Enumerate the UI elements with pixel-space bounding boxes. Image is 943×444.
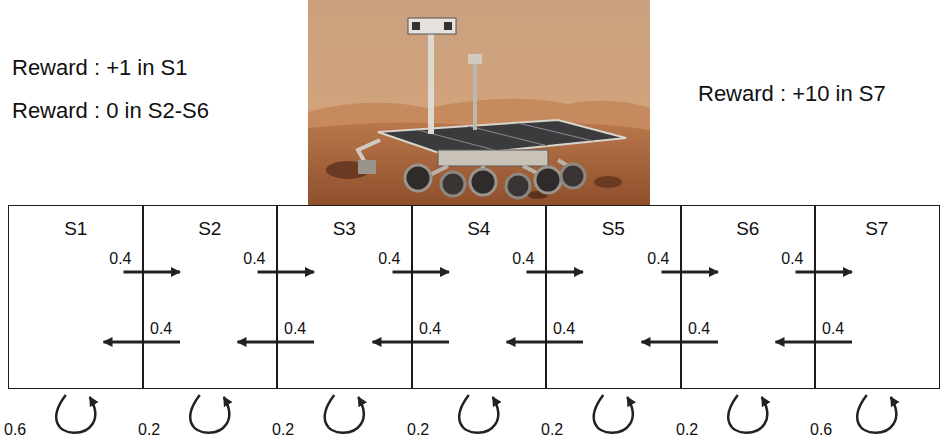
state-cell: S3 <box>276 205 413 389</box>
rover-body-part <box>468 126 548 146</box>
state-cell: S7 <box>814 205 940 389</box>
rover-body-part <box>408 18 456 34</box>
state-name: S2 <box>143 206 277 240</box>
rover-body-part <box>518 123 593 141</box>
state-cell: S1 <box>8 205 144 389</box>
transition-arrow <box>662 271 719 274</box>
rover-body-part <box>468 54 482 64</box>
rover-body-part <box>428 30 434 134</box>
self-loop-arrow <box>594 395 633 433</box>
rover-body-part <box>358 160 376 174</box>
mars-landscape-part <box>308 0 650 205</box>
transition-arrow <box>258 271 315 274</box>
state-name: S4 <box>412 206 546 240</box>
probability-label: 0.4 <box>647 250 669 268</box>
rover-body-part <box>473 60 477 130</box>
probability-label: 0.6 <box>4 421 26 439</box>
transition-arrow <box>124 271 181 274</box>
rover-wheels-part <box>470 169 496 195</box>
rover-body-part <box>412 22 420 30</box>
state-name: S5 <box>546 206 681 240</box>
self-loop-arrow <box>857 395 896 433</box>
state-cell: S5 <box>545 205 682 389</box>
reward-note: Reward : +10 in S7 <box>698 81 886 107</box>
mars-landscape-part <box>308 99 650 205</box>
self-loop-arrow <box>56 395 95 433</box>
rover-wheels-part <box>441 172 465 196</box>
state-name: S6 <box>681 206 815 240</box>
rover-wheels-part <box>535 167 561 193</box>
reward-note: Reward : +1 in S1 <box>12 55 187 81</box>
state-name: S3 <box>277 206 412 240</box>
reward-note: Reward : 0 in S2-S6 <box>12 98 209 124</box>
probability-label: 0.2 <box>138 421 160 439</box>
rover-body-part <box>444 22 452 30</box>
probability-label: 0.4 <box>688 320 710 338</box>
probability-label: 0.2 <box>676 421 698 439</box>
probability-label: 0.2 <box>272 421 294 439</box>
probability-label: 0.2 <box>541 421 563 439</box>
probability-label: 0.4 <box>822 320 844 338</box>
rover-body-part <box>438 150 548 166</box>
rover-body <box>358 18 626 174</box>
probability-label: 0.4 <box>109 250 131 268</box>
probability-label: 0.4 <box>553 320 575 338</box>
state-name: S7 <box>815 206 939 240</box>
self-loop-arrow <box>190 395 229 433</box>
rover-wheels-part <box>561 164 585 188</box>
transition-arrow <box>796 271 853 274</box>
mars-landscape-part <box>594 176 622 188</box>
probability-label: 0.4 <box>512 250 534 268</box>
rover-wheels-part <box>405 165 431 191</box>
self-loop-arrow <box>728 395 767 433</box>
probability-label: 0.4 <box>419 320 441 338</box>
probability-label: 0.4 <box>243 250 265 268</box>
probability-label: 0.6 <box>810 421 832 439</box>
transition-arrow <box>393 271 450 274</box>
rover-photo <box>308 0 650 205</box>
state-cell: S4 <box>411 205 547 389</box>
mars-landscape <box>308 0 650 205</box>
state-cell: S6 <box>680 205 816 389</box>
rover-wheels <box>405 160 585 198</box>
probability-label: 0.4 <box>378 250 400 268</box>
rover-wheels-part <box>506 174 530 198</box>
probability-label: 0.2 <box>407 421 429 439</box>
state-name: S1 <box>9 206 143 240</box>
self-loop-arrow <box>325 395 364 433</box>
transition-arrow <box>527 271 584 274</box>
probability-label: 0.4 <box>284 320 306 338</box>
probability-label: 0.4 <box>781 250 803 268</box>
state-cell: S2 <box>142 205 278 389</box>
self-loop-arrow <box>459 395 498 433</box>
probability-label: 0.4 <box>150 320 172 338</box>
